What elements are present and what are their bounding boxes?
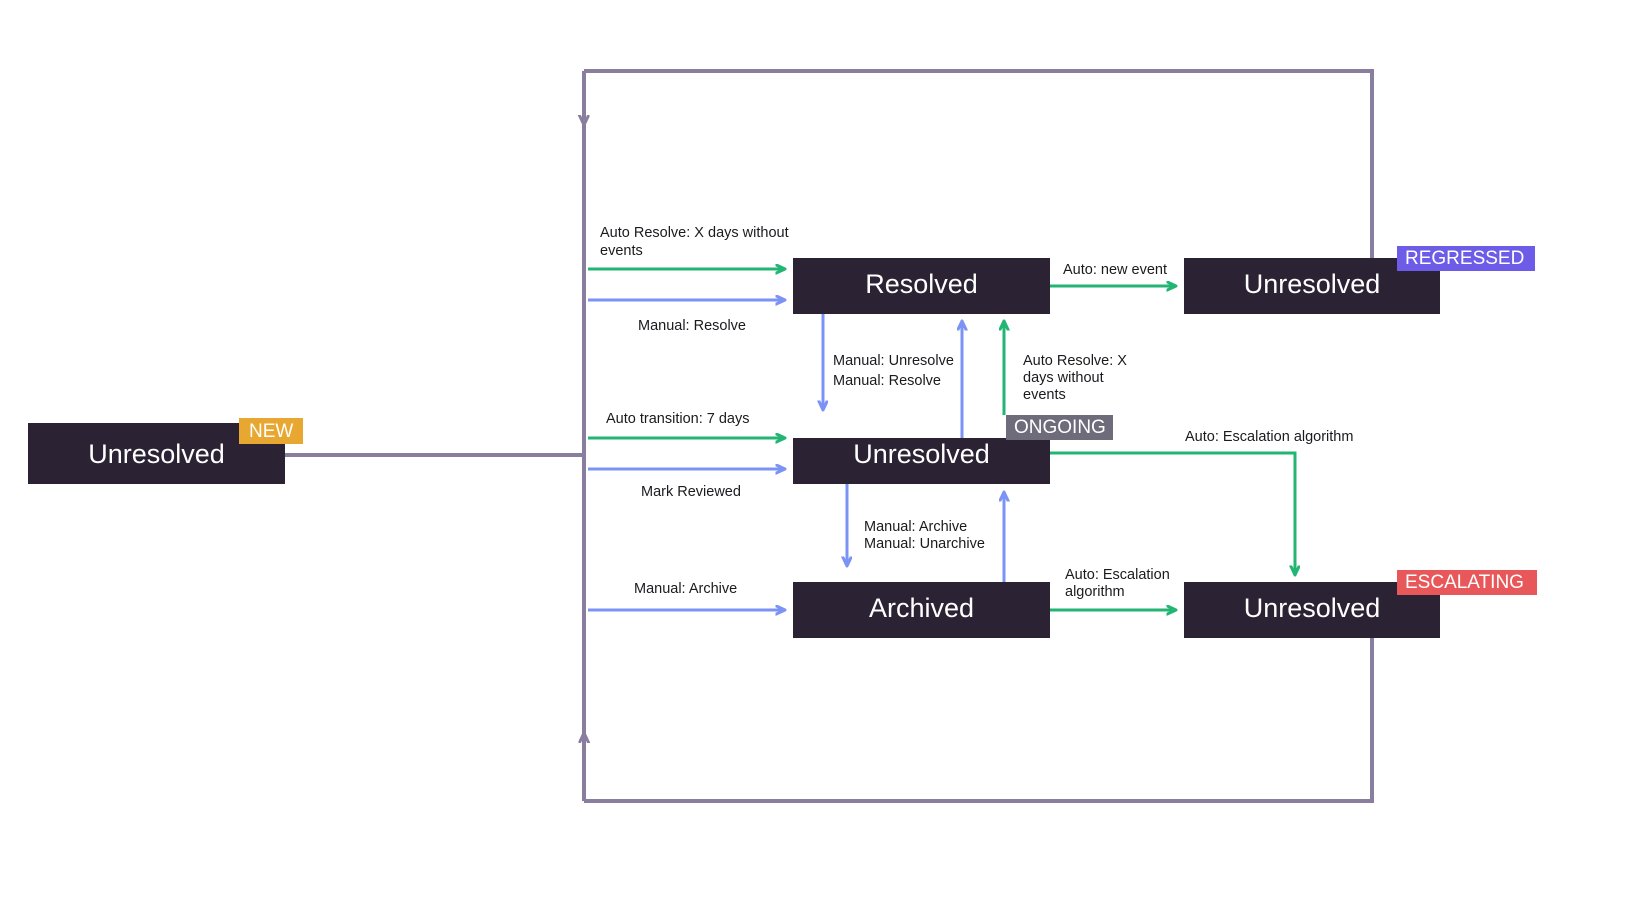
node-regressed-unresolved[interactable]: Unresolved: [1184, 258, 1440, 314]
edge-labels: Auto Resolve: X days without events Manu…: [600, 225, 1353, 600]
edge-label-manual-unarchive-v2: Manual: Unarchive: [864, 536, 985, 552]
edge-label-auto-new-event: Auto: new event: [1063, 262, 1167, 278]
edge-label-auto-resolve-top-1: Auto Resolve: X days without: [600, 225, 789, 241]
node-label: Resolved: [865, 269, 978, 299]
node-label: Archived: [869, 593, 974, 623]
status-badges: NEW REGRESSED ONGOING ESCALATING: [239, 246, 1537, 595]
node-label: Unresolved: [88, 439, 225, 469]
node-label: Unresolved: [1244, 593, 1381, 623]
status-badge-label: REGRESSED: [1405, 248, 1524, 269]
status-badge-escalating: ESCALATING: [1397, 570, 1537, 595]
node-label: Unresolved: [1244, 269, 1381, 299]
node-ongoing-unresolved[interactable]: Unresolved: [793, 438, 1050, 484]
status-badge-label: NEW: [249, 421, 293, 442]
status-badge-new: NEW: [239, 418, 303, 444]
edge-label-manual-archive-h: Manual: Archive: [634, 581, 737, 597]
edge-regressed-feedback-top: [584, 69, 1374, 258]
edge-label-mark-reviewed: Mark Reviewed: [641, 484, 741, 500]
edge-label-auto-resolve-mid-1: Auto Resolve: X: [1023, 353, 1127, 369]
edge-escalating-feedback-bottom: [584, 638, 1374, 803]
edge-auto-escalation-top: [1050, 451, 1295, 574]
edge-label-auto-escalation-top: Auto: Escalation algorithm: [1185, 429, 1353, 445]
status-badge-label: ONGOING: [1014, 417, 1106, 438]
status-badge-label: ESCALATING: [1405, 572, 1524, 593]
edge-label-auto-escalation-b1: Auto: Escalation: [1065, 567, 1170, 583]
edge-label-auto-resolve-mid-3: events: [1023, 387, 1066, 403]
transition-edges: [588, 269, 1295, 610]
node-resolved[interactable]: Resolved: [793, 258, 1050, 314]
edge-label-manual-resolve-2: Manual: Resolve: [833, 373, 941, 389]
edge-label-auto-resolve-mid-2: days without: [1023, 370, 1104, 386]
node-new-unresolved[interactable]: Unresolved: [28, 423, 285, 484]
edge-label-auto-transition: Auto transition: 7 days: [606, 411, 749, 427]
purple-feedback-edges: [285, 69, 1374, 803]
edge-label-auto-escalation-b2: algorithm: [1065, 584, 1125, 600]
edge-label-manual-resolve-1: Manual: Resolve: [638, 318, 746, 334]
state-nodes: Unresolved Resolved Unresolved Unresolve…: [28, 258, 1440, 638]
edge-label-manual-unresolve: Manual: Unresolve: [833, 353, 954, 369]
edge-label-manual-archive-v1: Manual: Archive: [864, 519, 967, 535]
edge-label-auto-resolve-top-2: events: [600, 243, 643, 259]
node-archived[interactable]: Archived: [793, 582, 1050, 638]
node-label: Unresolved: [853, 439, 990, 469]
status-badge-ongoing: ONGOING: [1006, 415, 1113, 440]
status-badge-regressed: REGRESSED: [1397, 246, 1535, 271]
